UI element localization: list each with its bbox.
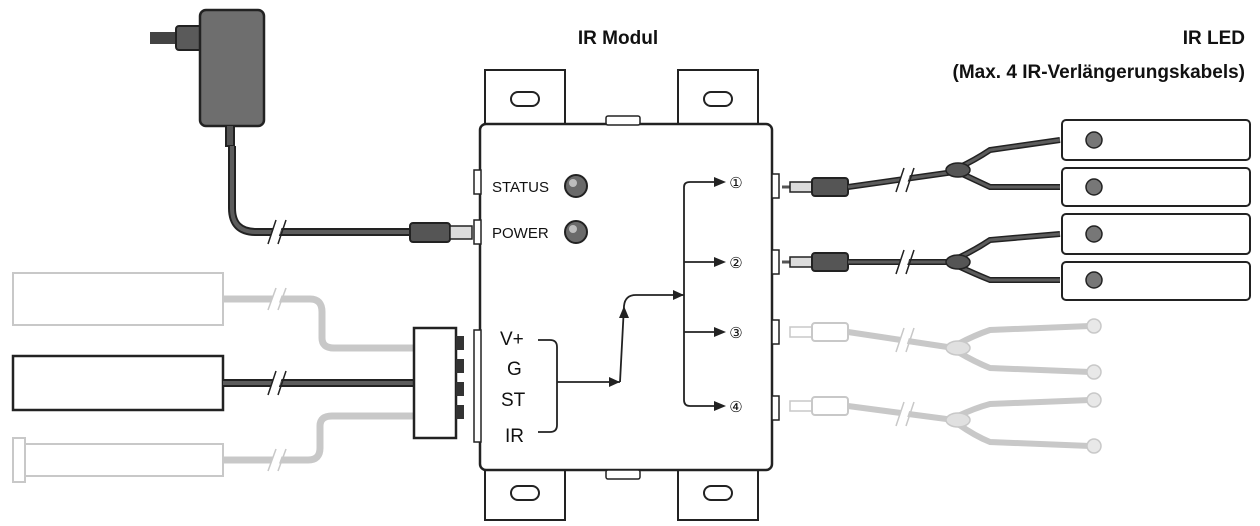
ir-led-emitter-1b bbox=[1061, 167, 1251, 207]
plug-collar bbox=[175, 25, 203, 51]
connector-hub bbox=[412, 326, 464, 440]
signal-arrowheads bbox=[609, 177, 726, 411]
status-label: STATUS bbox=[492, 179, 549, 196]
signal-routing bbox=[538, 181, 718, 433]
cable-break-mark bbox=[267, 286, 287, 312]
ir-receiver-stick-faded bbox=[12, 437, 224, 483]
ir-led-emitter-2b bbox=[1061, 261, 1251, 301]
pin-label-ir: IR bbox=[505, 426, 524, 447]
ir-extension-cable-3-faded bbox=[789, 318, 1102, 380]
ir-led-emitter-2a bbox=[1061, 213, 1251, 255]
power-adapter bbox=[150, 8, 266, 147]
output-label-2: ② bbox=[729, 255, 742, 272]
receiver-cable-faded-bottom bbox=[223, 412, 414, 464]
power-led-indicator bbox=[564, 220, 588, 244]
plug-pin bbox=[150, 32, 176, 44]
pin-label-st: ST bbox=[501, 390, 526, 411]
ir-led-title: IR LED bbox=[1183, 28, 1245, 49]
ir-extension-cable-2 bbox=[782, 231, 1061, 283]
cable-break-mark bbox=[267, 447, 287, 473]
ir-module-body bbox=[478, 122, 774, 472]
cable-break-mark bbox=[267, 369, 287, 397]
receiver-cable-faded-top bbox=[223, 295, 414, 352]
dc-plug bbox=[409, 222, 473, 243]
output-label-3: ③ bbox=[729, 325, 742, 342]
adapter-cable bbox=[228, 146, 410, 236]
ir-extension-cable-4-faded bbox=[789, 392, 1102, 454]
ir-extension-cable-1 bbox=[782, 137, 1061, 197]
ir-led-subtitle: (Max. 4 IR-Verlängerungskabels) bbox=[953, 62, 1246, 83]
power-label: POWER bbox=[492, 225, 549, 242]
pin-label-v-plus: V+ bbox=[500, 329, 524, 350]
mounting-ear-top-left bbox=[484, 69, 566, 131]
ir-receiver-eye-active bbox=[11, 354, 225, 412]
cable-break-mark bbox=[267, 218, 287, 246]
output-label-1: ① bbox=[729, 175, 742, 192]
ir-module-title: IR Modul bbox=[578, 28, 658, 49]
mounting-ear-bottom-right bbox=[677, 469, 759, 521]
ir-led-emitter-1a bbox=[1061, 119, 1251, 161]
status-led-indicator bbox=[564, 174, 588, 198]
ir-receiver-eye-faded-top bbox=[12, 272, 224, 326]
mounting-ear-top-right bbox=[677, 69, 759, 131]
adapter-body bbox=[198, 8, 266, 128]
pin-label-g: G bbox=[507, 359, 522, 380]
output-label-4: ④ bbox=[729, 399, 742, 416]
mounting-ear-bottom-left bbox=[484, 469, 566, 521]
